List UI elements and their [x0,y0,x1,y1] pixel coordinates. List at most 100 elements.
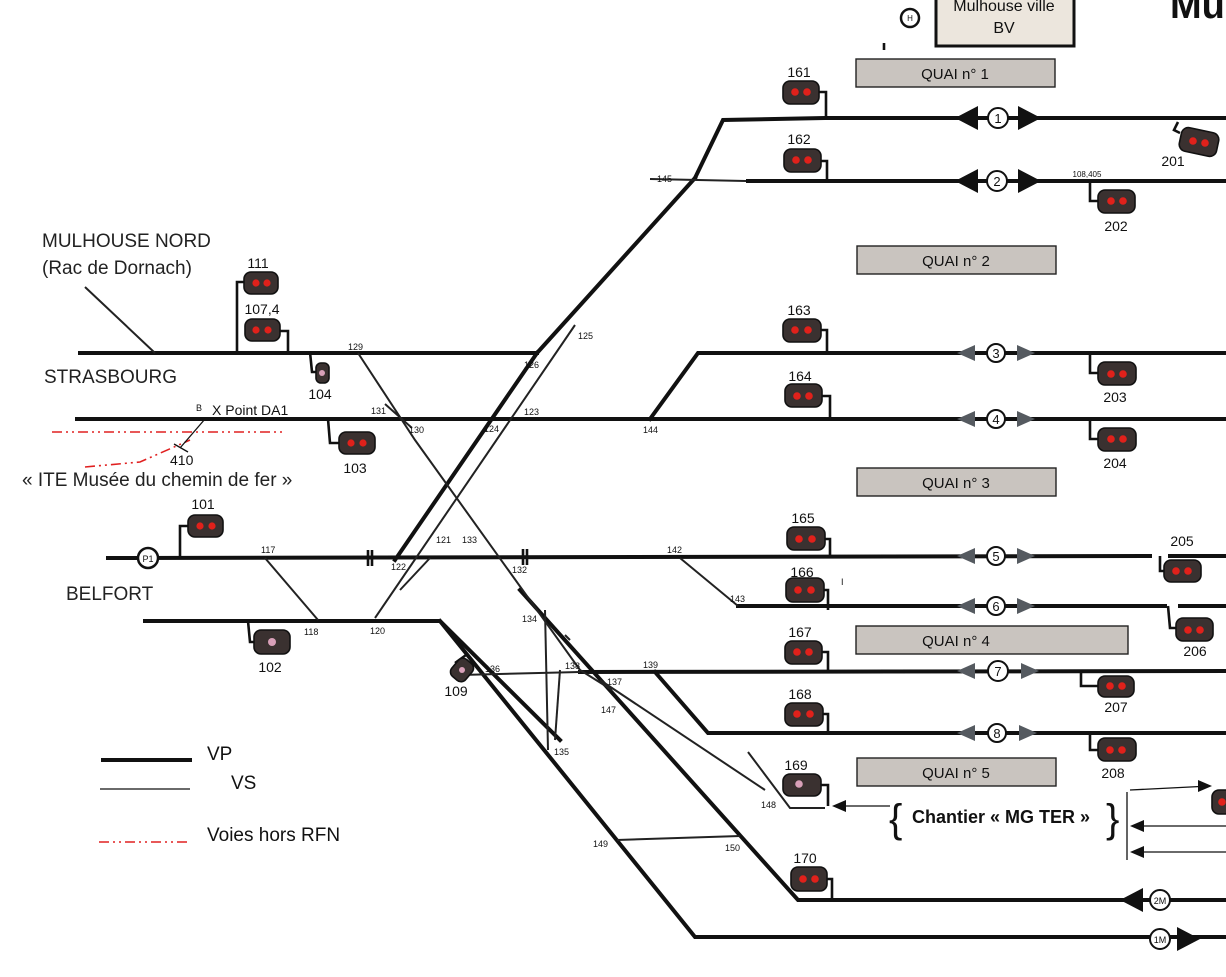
signal-163: 163 [782,302,829,353]
svg-text:QUAI n° 5: QUAI n° 5 [922,765,990,782]
signal-202: 202 108,405 [1073,170,1136,234]
svg-text:I: I [841,577,844,587]
building-code: BV [993,20,1015,37]
svg-text:{: { [889,797,902,841]
svg-text:147: 147 [601,705,616,715]
svg-text:}: } [1106,797,1119,841]
track-120-125 [374,324,576,619]
svg-text:203: 203 [1103,389,1127,405]
chantier-label: Chantier « MG TER » [912,807,1090,827]
signal-167: 167 [784,624,830,671]
track-voie-1 [692,116,1226,181]
track-145-stub [649,178,747,182]
svg-text:126: 126 [524,360,539,370]
svg-text:117: 117 [261,545,275,555]
signal-206: 206 [1166,605,1214,659]
signal-170: 170 [790,850,834,900]
svg-text:122: 122 [391,562,406,572]
label-belfort: BELFORT [66,584,154,605]
signal-109: 109 [444,653,475,699]
svg-text:166: 166 [790,564,814,580]
signal-205: 205 [1158,533,1202,583]
signal-103: 103 [326,418,376,476]
track-123-diagonal [392,350,540,563]
svg-text:161: 161 [787,64,811,80]
svg-text:103: 103 [343,460,367,476]
quai-1: QUAI n° 1 [855,58,1056,88]
label-strasbourg: STRASBOURG [44,367,177,388]
signal-165: 165 [786,510,832,556]
track-136 [459,671,581,676]
label-410: 410 [170,452,194,468]
track-131-link [384,403,413,429]
signal-101: 101 [178,496,224,558]
ite-link [179,418,206,449]
track-135-vertical [544,609,549,751]
svg-text:133: 133 [462,535,477,545]
switch-labels: 117 118 120 121 122 123 124 125 126 129 … [261,174,776,853]
svg-text:123: 123 [524,407,539,417]
track-marker-3: 3 [957,343,1035,363]
track-134-stub [564,634,571,641]
quai-3: QUAI n° 3 [856,467,1057,497]
svg-text:134: 134 [522,614,537,624]
track-134-135 [554,669,561,741]
svg-text:129: 129 [348,342,363,352]
svg-text:205: 205 [1170,533,1194,549]
signal-201: 201 [1161,121,1220,169]
track-marker-2: 2 [955,169,1041,193]
svg-text:138: 138 [565,661,580,671]
quai-5: QUAI n° 5 [856,757,1057,787]
svg-text:167: 167 [788,624,812,640]
svg-text:120: 120 [370,626,385,636]
svg-text:102: 102 [258,659,282,675]
svg-text:121: 121 [436,535,451,545]
legend: VP VS Voies hors RFN [99,744,340,846]
track-marker-4: 4 [957,409,1035,429]
track-voie-5 [105,553,1153,561]
signal-102: 102 [246,620,291,675]
track-marker-7: 7 [957,660,1039,682]
svg-text:208: 208 [1101,765,1125,781]
signal-111: 111 [235,255,279,352]
track-marker-8: 8 [957,723,1037,743]
svg-text:131: 131 [371,406,386,416]
h-marker: H [899,7,921,29]
svg-text:6: 6 [992,599,999,614]
svg-text:108,405: 108,405 [1073,170,1102,179]
hors-rfn-tracks [52,418,285,468]
signal-107-4: 107,4 [244,301,290,352]
signal-168: 168 [784,686,830,733]
hors-rfn-ite-branch [84,439,191,468]
track-129-diagonal [357,352,613,691]
track-marker-1m: 1M [1149,927,1200,951]
svg-text:104: 104 [308,386,332,402]
track-voie-7 [577,668,1226,675]
svg-text:5: 5 [992,549,999,564]
svg-text:169: 169 [784,757,808,773]
signal-207: 207 [1079,671,1135,715]
track-117-118 [264,557,319,621]
svg-text:163: 163 [787,302,811,318]
label-ite-musee: « ITE Musée du chemin de fer » [22,470,292,491]
svg-text:101: 101 [191,496,215,512]
svg-text:201: 201 [1161,153,1185,169]
label-rac-dornach: (Rac de Dornach) [42,258,192,279]
signal-162: 162 [783,131,829,181]
track-147-148 [599,679,766,791]
track-mulhouse-nord [84,286,156,354]
svg-text:QUAI n° 1: QUAI n° 1 [921,66,989,83]
svg-text:165: 165 [791,510,815,526]
track-belfort-lower [143,619,563,743]
legend-hors-rfn-label: Voies hors RFN [207,825,340,846]
p1-marker: P1 [136,546,160,570]
svg-text:125: 125 [578,331,593,341]
svg-text:118: 118 [304,627,318,637]
legend-vp-label: VP [207,744,232,765]
svg-text:206: 206 [1183,643,1207,659]
track-2m [517,587,1226,902]
svg-text:2: 2 [993,174,1000,189]
signal-right-partial [1211,789,1226,815]
svg-text:8: 8 [993,726,1000,741]
svg-text:145: 145 [657,174,672,184]
